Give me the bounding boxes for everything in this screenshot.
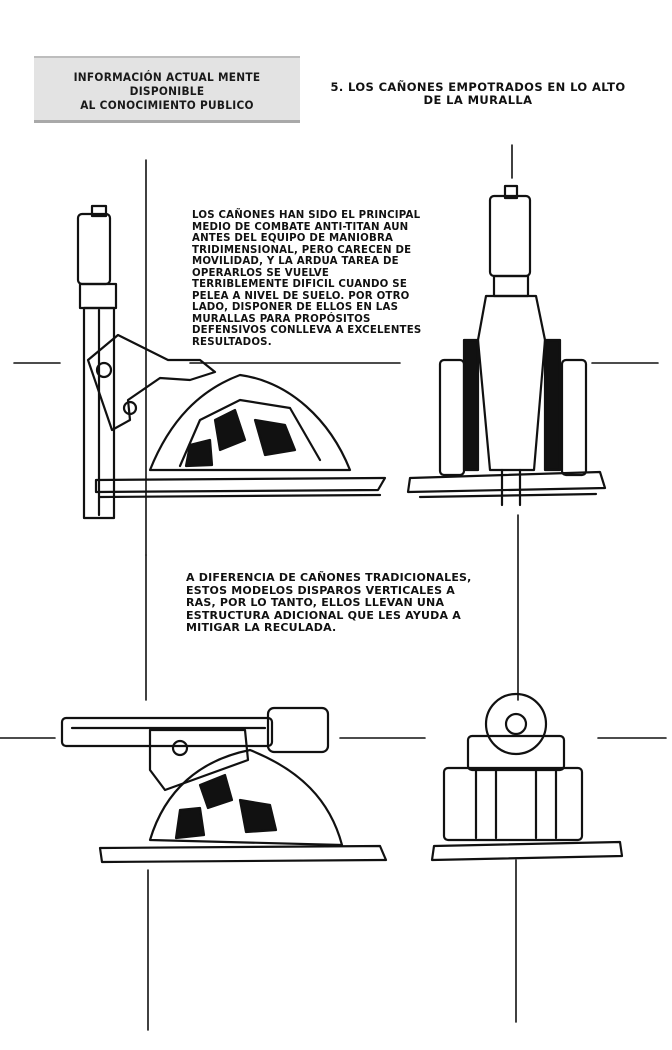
cradle-arm bbox=[148, 728, 250, 792]
breech-housing bbox=[466, 734, 566, 772]
barrel-cap bbox=[90, 204, 108, 218]
header-label-line1: INFORMACIÓN ACTUAL MENTE DISPONIBLE bbox=[73, 70, 261, 98]
header-label-box bbox=[34, 56, 300, 123]
mount-body bbox=[442, 766, 584, 842]
cradle-arm bbox=[86, 333, 217, 432]
mount-plate bbox=[148, 373, 352, 472]
barrel-body bbox=[82, 306, 116, 520]
section-title-line1: 5. LOS CAÑONES EMPOTRADOS EN LO ALTO bbox=[330, 80, 626, 94]
barrel-top bbox=[488, 194, 532, 278]
description-paragraph-2: A DIFERENCIA DE CAÑONES TRADICIONALES, E… bbox=[186, 571, 472, 634]
mount-plate bbox=[148, 748, 344, 847]
side-housing bbox=[438, 358, 466, 477]
header-label-line2: AL CONOCIMIENTO PUBLICO bbox=[80, 98, 254, 112]
base-plate bbox=[94, 476, 387, 494]
base-plate bbox=[430, 840, 624, 862]
cannon-horizontal-front bbox=[430, 692, 624, 862]
section-title-line2: DE LA MURALLA bbox=[423, 93, 533, 107]
section-title: 5. LOS CAÑONES EMPOTRADOS EN LO ALTO DE … bbox=[318, 81, 638, 107]
barrel-body bbox=[60, 716, 274, 748]
cannon-vertical-side bbox=[76, 204, 387, 520]
barrel-breech bbox=[266, 706, 330, 754]
barrel-cap bbox=[503, 184, 519, 200]
barrel-ring bbox=[78, 282, 118, 310]
barrel-breech-face bbox=[484, 692, 548, 756]
barrel-ring bbox=[492, 274, 530, 298]
base-plate bbox=[98, 844, 388, 864]
cannon-horizontal-side bbox=[60, 706, 388, 864]
barrel-top bbox=[76, 212, 112, 286]
base-plate bbox=[406, 470, 607, 494]
header-label: INFORMACIÓN ACTUAL MENTE DISPONIBLE AL C… bbox=[45, 70, 290, 112]
description-paragraph-1: LOS CAÑONES HAN SIDO EL PRINCIPAL MEDIO … bbox=[192, 210, 422, 348]
side-housing bbox=[560, 358, 588, 477]
guide-lines bbox=[0, 144, 667, 1031]
cannon-vertical-front bbox=[406, 184, 607, 507]
barrel-body bbox=[476, 294, 547, 472]
